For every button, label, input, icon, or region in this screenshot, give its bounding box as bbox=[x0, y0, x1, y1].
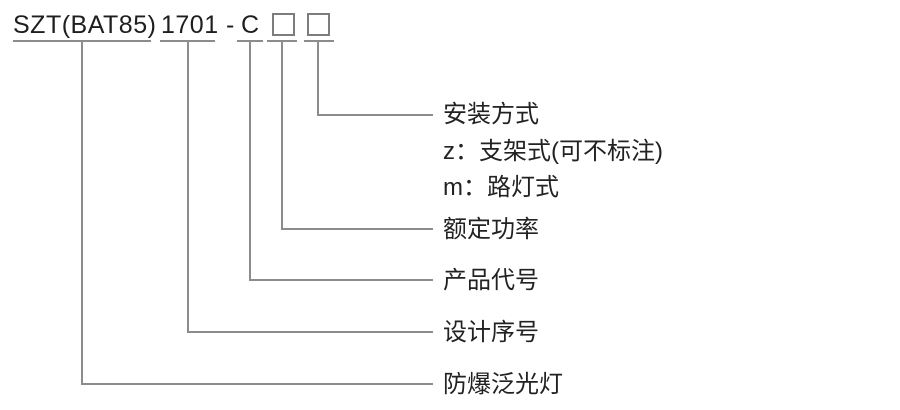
placeholder-box-installation bbox=[307, 13, 330, 36]
model-separator-text: - bbox=[226, 11, 235, 39]
label-rated-power: 额定功率 bbox=[443, 216, 539, 243]
label-installation-option-m: m：路灯式 bbox=[443, 174, 559, 201]
connector-installation bbox=[317, 42, 433, 116]
underline-box-2 bbox=[304, 40, 334, 42]
connector-product-code bbox=[249, 42, 433, 281]
placeholder-box-power bbox=[272, 13, 295, 36]
connector-rated-power bbox=[281, 42, 433, 230]
model-prefix-text: SZT(BAT85) bbox=[13, 11, 157, 39]
label-product-code: 产品代号 bbox=[443, 267, 539, 294]
underline-prefix bbox=[13, 40, 151, 42]
label-explosion-proof-floodlight: 防爆泛光灯 bbox=[443, 371, 563, 398]
underline-design-number bbox=[160, 40, 215, 42]
underline-box-1 bbox=[267, 40, 297, 42]
label-installation-method: 安装方式 bbox=[443, 101, 539, 128]
connector-design-serial bbox=[187, 42, 433, 333]
label-design-serial: 设计序号 bbox=[443, 319, 539, 346]
label-installation-option-z: z：支架式(可不标注) bbox=[443, 138, 663, 165]
model-product-code-text: C bbox=[241, 11, 260, 39]
model-design-number-text: 1701 bbox=[161, 11, 219, 39]
connector-floodlight bbox=[81, 42, 433, 385]
underline-product-code bbox=[237, 40, 263, 42]
